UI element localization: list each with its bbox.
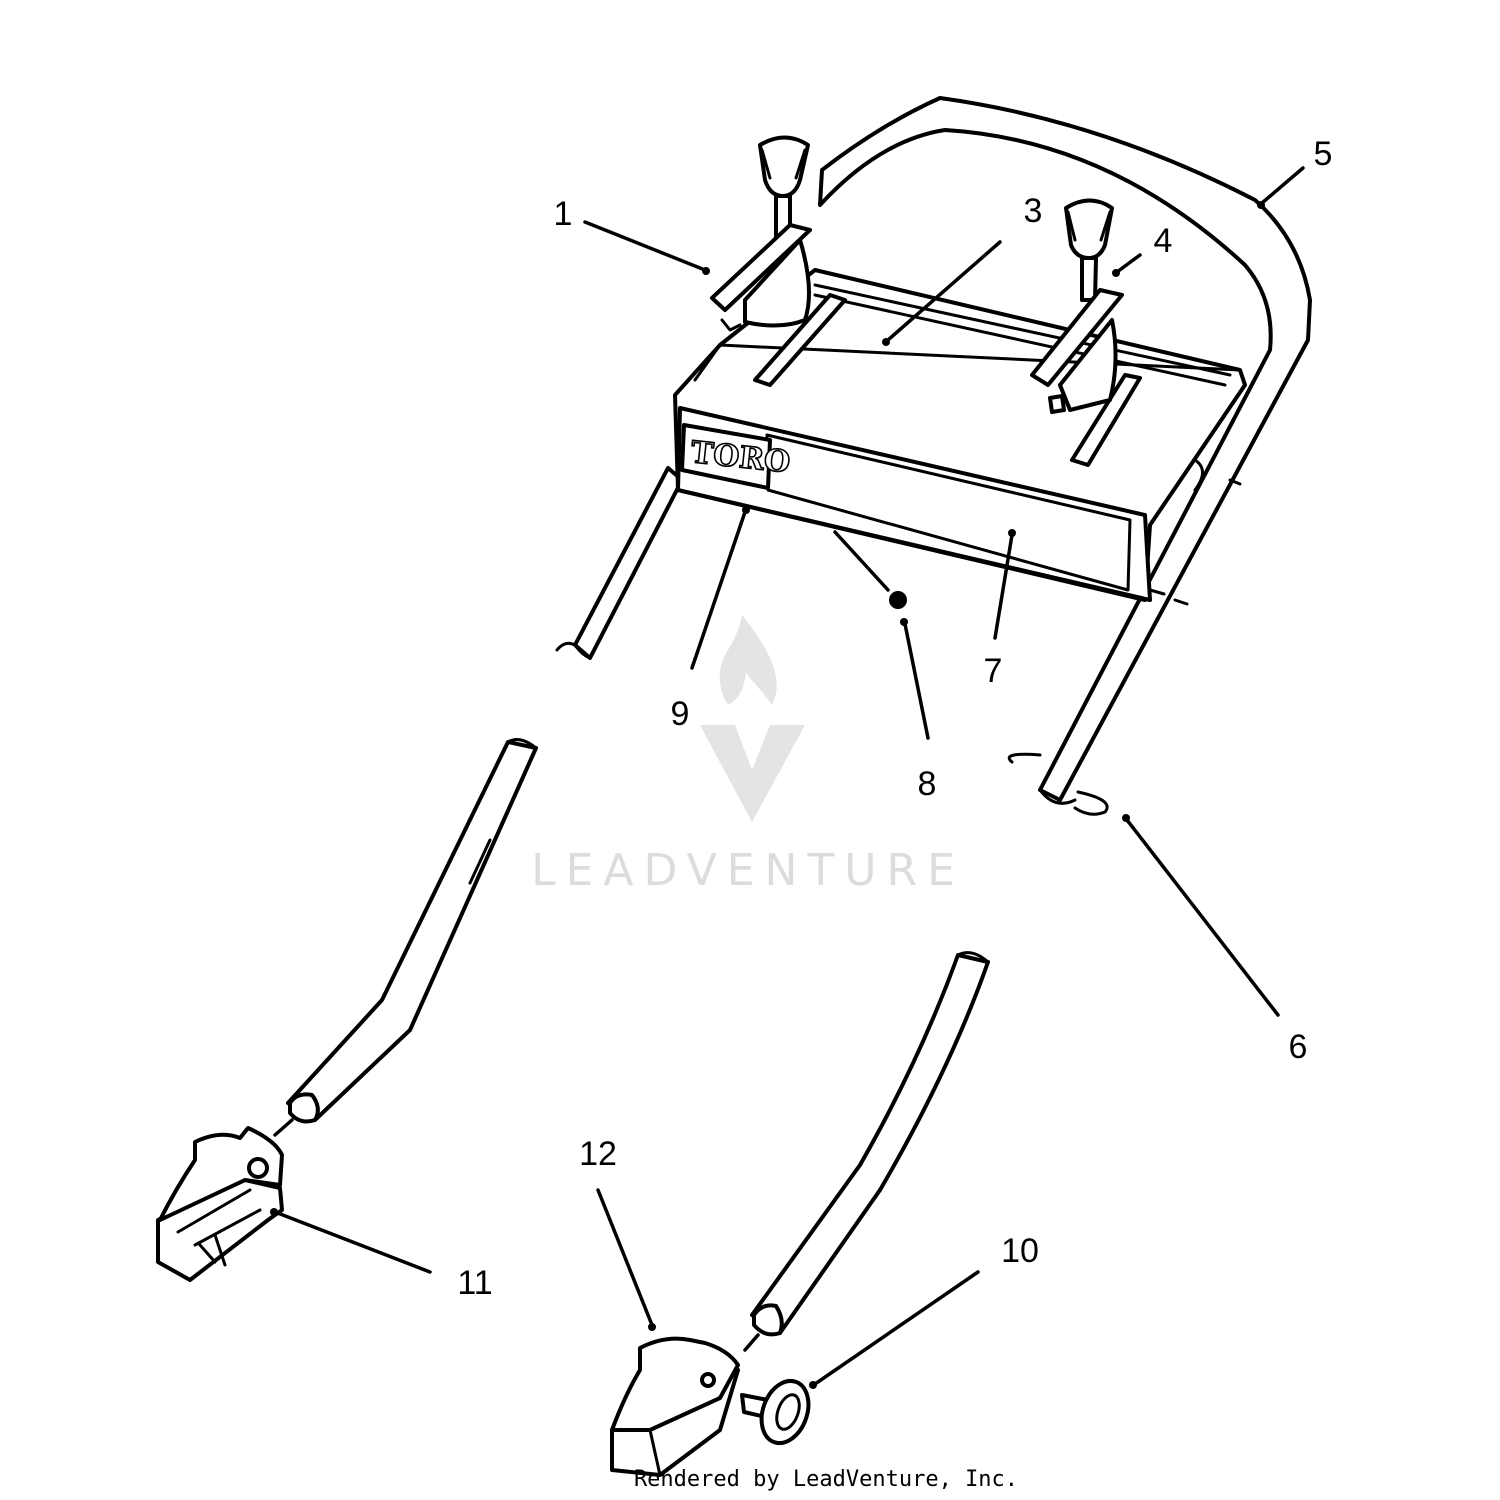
screw-8 [889, 591, 907, 609]
upper-handle [555, 96, 1312, 805]
ring-clip [1007, 752, 1109, 816]
callout-9: 9 [671, 695, 690, 733]
knob [740, 1379, 811, 1445]
callout-12: 12 [579, 1135, 617, 1173]
leader-lines [270, 166, 1305, 1389]
handle-bracket-left [156, 1126, 284, 1282]
callout-6: 6 [1289, 1028, 1308, 1066]
brand-logo-plate [680, 423, 772, 490]
callout-5: 5 [1314, 135, 1333, 173]
callout-7: 7 [984, 652, 1003, 690]
callout-1: 1 [554, 195, 573, 233]
control-lever-right [1030, 198, 1124, 414]
callouts: 1 3 4 5 6 7 8 9 10 11 12 [457, 135, 1332, 1302]
callout-3: 3 [1024, 192, 1043, 230]
control-lever-left [710, 135, 812, 332]
callout-10: 10 [1001, 1232, 1039, 1270]
footer-credit: Rendered by LeadVenture, Inc. [634, 1467, 1018, 1492]
lower-handle-right [750, 951, 990, 1337]
callout-4: 4 [1154, 222, 1173, 260]
callout-11: 11 [457, 1264, 492, 1302]
callout-8: 8 [918, 765, 937, 803]
watermark-v-icon [700, 725, 805, 822]
watermark-text: LEADVENTURE [531, 845, 965, 896]
lower-handle-left [286, 738, 538, 1124]
watermark-flame-icon [719, 615, 777, 705]
watermark: LEADVENTURE [531, 615, 965, 896]
handle-bracket-right [610, 1336, 740, 1477]
